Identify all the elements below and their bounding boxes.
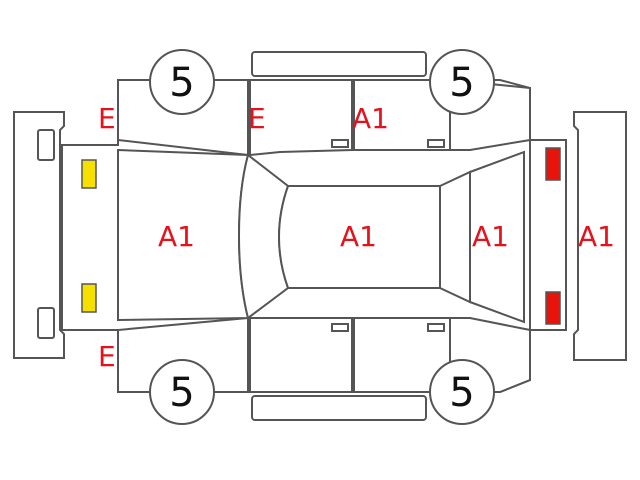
- damage-labels: E E A1 A1 A1 A1 A1 E: [98, 102, 615, 373]
- label-rear-window: A1: [472, 220, 509, 253]
- front-left-lamp: [81, 159, 97, 189]
- tire-rear-left-label: 5: [449, 60, 474, 106]
- lamps: [81, 147, 561, 325]
- tire-rear-left: 5: [429, 49, 495, 115]
- rear-bumper: [573, 111, 627, 361]
- rear-left-lamp: [545, 147, 561, 181]
- tire-front-left-label: 5: [169, 60, 194, 106]
- rear-right-lamp: [545, 291, 561, 325]
- label-front-left-door: E: [248, 102, 266, 135]
- tire-front-left: 5: [149, 49, 215, 115]
- label-front-right-fender: E: [98, 340, 116, 373]
- roof: [278, 185, 441, 289]
- label-hood: A1: [158, 220, 195, 253]
- tire-rear-right: 5: [429, 359, 495, 425]
- front-right-lamp: [81, 283, 97, 313]
- tires: 5 5 5 5: [149, 49, 495, 425]
- label-front-left-fender: E: [98, 102, 116, 135]
- label-trunk: A1: [578, 220, 615, 253]
- tire-rear-right-label: 5: [449, 370, 474, 416]
- front-bumper: [13, 111, 65, 359]
- tire-front-right: 5: [149, 359, 215, 425]
- right-side-panels: [117, 316, 531, 421]
- label-rear-left-door: A1: [352, 102, 389, 135]
- tire-front-right-label: 5: [169, 370, 194, 416]
- rear-window-frame: [439, 150, 525, 324]
- label-roof: A1: [340, 220, 377, 253]
